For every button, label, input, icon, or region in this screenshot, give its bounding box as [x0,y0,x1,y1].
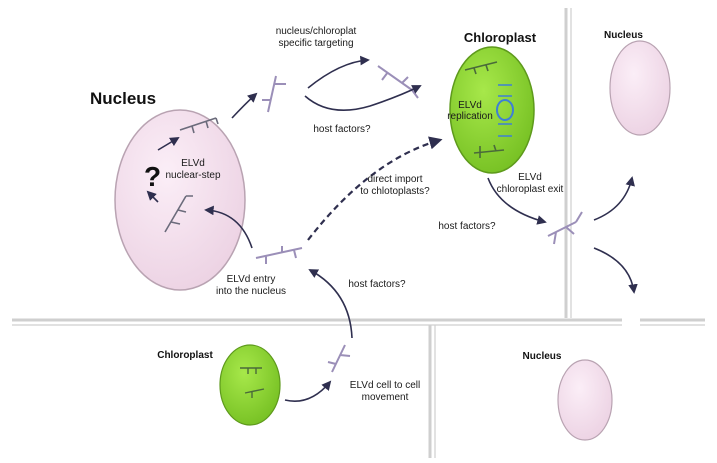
nucleus-bottom [557,359,613,441]
chloroplast-bottom-label: Chloroplast [157,350,213,361]
arrow-entry-nucleus [204,205,253,249]
cell-walls [12,8,705,458]
targeting-label-1: nucleus/chloroplat [276,26,357,37]
chloroplast-exit-label-1: ELVd [518,172,542,183]
arrow-nucleus-exit [231,92,258,119]
entry-label-1: ELVd entry [227,274,276,285]
nucleus-bottom-label: Nucleus [523,351,562,362]
viroid-chloroplast-exit [547,211,583,245]
viroid-targeting [377,65,419,99]
viroid-cell-to-cell [327,344,351,373]
entry-label-2: into the nucleus [216,286,286,297]
arrow-chloroplast-bottom [284,380,332,402]
circular-replication-intermediate [496,99,514,121]
replication-label-1: ELVd [458,100,482,111]
chloroplast-bottom [219,344,281,426]
host-factors-top-label: host factors? [313,124,371,135]
arrow-direct-import [307,136,443,241]
chloroplast-main-label: Chloroplast [464,30,537,45]
viroid-in-chloroplast-top [464,61,498,75]
host-factors-low-label: host factors? [348,279,406,290]
movement-label-1: ELVd cell to cell [350,380,420,391]
nuclear-step-label-2: nuclear-step [165,170,220,181]
nucleus-right-top-label: Nucleus [604,30,643,41]
nucleus-main [114,109,246,291]
viroid-entry [255,246,303,264]
nuclear-step-label-1: ELVd [181,158,205,169]
direct-import-label-1: direct import [367,174,422,185]
chloroplast-exit-label-2: chloroplast exit [497,184,564,195]
nuclear-question-mark: ? [144,161,161,192]
viroid-exiting-nucleus [262,75,286,113]
arrow-targeting [307,55,370,89]
viroid-in-nucleus-top [179,117,219,134]
arrows [146,55,638,402]
nucleus-right-top [609,40,671,136]
chloroplast-main [449,46,535,174]
arrow-nuclear-step-top [157,137,180,151]
arrow-cell-to-cell [308,269,353,339]
viroid-in-chloroplast-bottom-cell [240,367,265,398]
replication-label-2: replication [447,111,493,122]
host-factors-mid-label: host factors? [438,221,496,232]
arrow-down-right [593,247,638,294]
viroid-in-chloroplast-bottom [473,144,505,158]
viroid-in-nucleus-bottom [164,195,193,233]
arrow-chloroplast-exit [487,177,547,225]
arrow-to-right-nucleus [593,176,635,221]
arrow-nuclear-step-bottom [146,190,159,203]
direct-import-label-2: to chlotoplasts? [360,186,430,197]
arrow-host-factors-top [304,85,422,112]
movement-label-2: movement [362,392,409,403]
replication-strands [498,84,512,137]
targeting-label-2: specific targeting [278,38,353,49]
nucleus-main-label: Nucleus [90,89,156,108]
